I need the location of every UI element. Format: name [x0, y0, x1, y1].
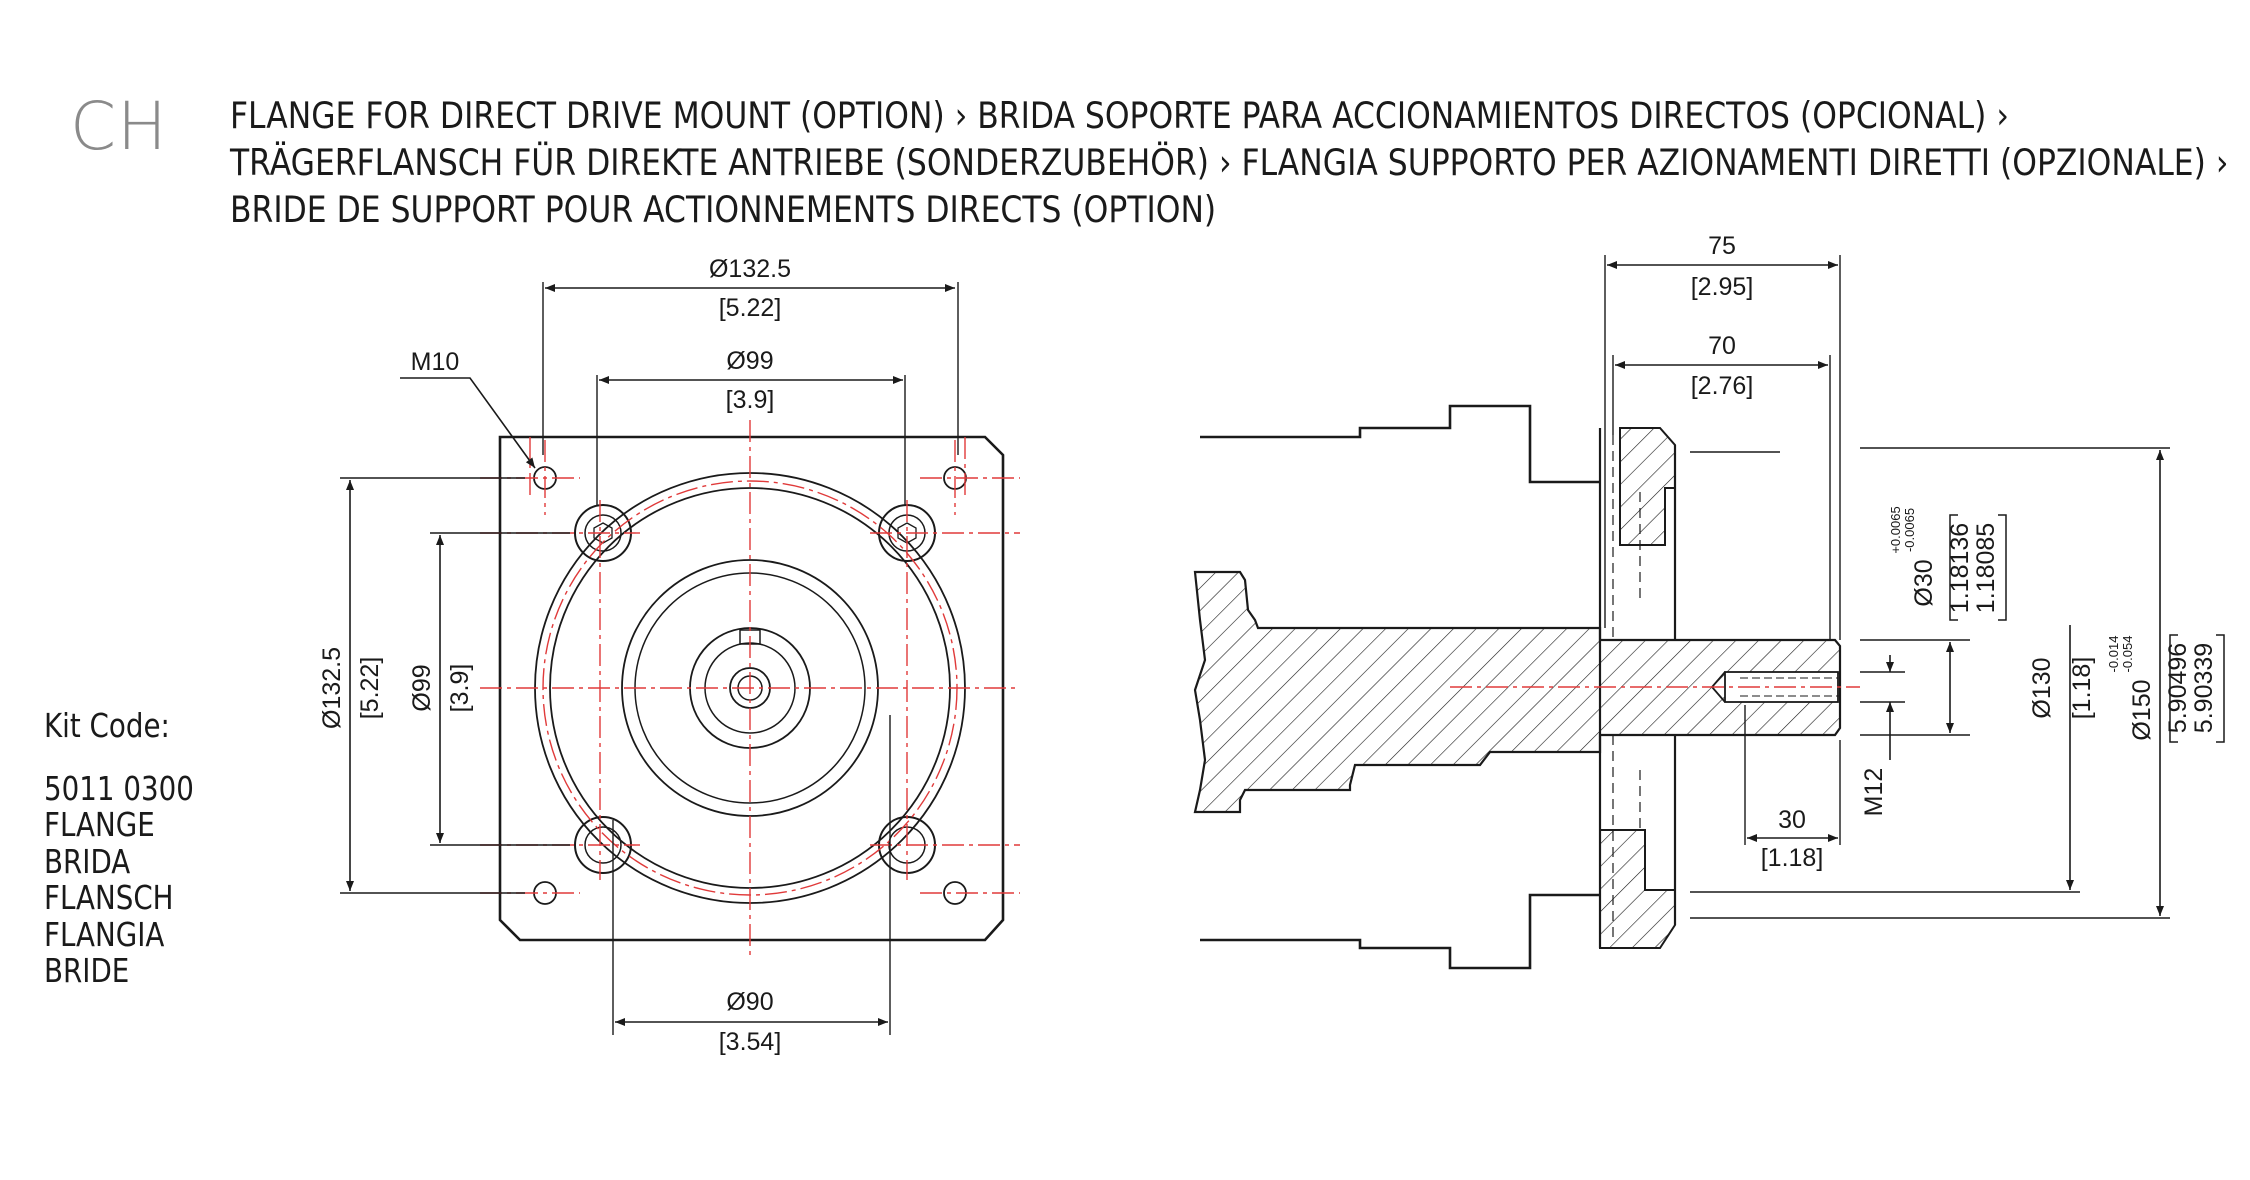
flange-section-top	[1619, 427, 1676, 546]
flange-diameter-in-upper: 5.90496	[2164, 643, 2192, 733]
thread-label: M10	[411, 348, 460, 376]
kit-code-block: Kit Code: 5011 0300 FLANGE BRIDA FLANSCH…	[44, 706, 194, 990]
dim-bolt-circle-vertical: Ø99	[408, 664, 436, 711]
dim-outer-diameter: Ø132.5	[709, 255, 791, 283]
kit-name: BRIDE	[44, 951, 130, 990]
bracket	[1949, 514, 2007, 621]
kit-name: FLANSCH	[44, 878, 174, 917]
dim-pilot-diameter: Ø90	[726, 988, 773, 1016]
flange-section-bottom	[1599, 829, 1676, 949]
housing-bottom	[1200, 893, 1600, 970]
series-code: CH	[70, 88, 168, 165]
dim-thread-depth-in: [1.18]	[1761, 844, 1824, 872]
side-view	[1193, 255, 2170, 970]
title-block: FLANGE FOR DIRECT DRIVE MOUNT (OPTION) ›…	[230, 92, 2228, 233]
housing-top	[1200, 404, 1600, 484]
title-line: FLANGE FOR DIRECT DRIVE MOUNT (OPTION) ›…	[230, 94, 2009, 137]
dim-thread-depth: 30	[1778, 806, 1806, 834]
flange-tolerance-upper: -0.014	[2106, 636, 2121, 673]
dim-flange-diameter: Ø150	[2128, 679, 2156, 740]
dim-shaft-length-in: [2.76]	[1691, 372, 1754, 400]
extension-lines	[340, 282, 959, 1035]
dim-pilot-diameter-in: [1.18]	[2068, 657, 2096, 720]
kit-name: BRIDA	[44, 841, 131, 881]
shaft-diameter-in-lower: 1.18085	[1972, 523, 2000, 613]
side-view-labels: 75 [2.95] 70 [2.76] 30 [1.18] M12 Ø30 +0…	[1691, 232, 2225, 872]
dim-outer-diameter-in: [5.22]	[719, 294, 782, 322]
shaft-tolerance-lower: -0.0065	[1902, 508, 1917, 552]
flange-tolerance-lower: -0.054	[2120, 636, 2135, 673]
dim-outer-diameter-vertical-in: [5.22]	[356, 657, 384, 720]
dim-overall-length: 75	[1708, 232, 1736, 260]
dim-bolt-circle: Ø99	[726, 347, 773, 375]
dim-bolt-circle-in: [3.9]	[726, 386, 775, 414]
kit-name: FLANGIA	[44, 914, 165, 954]
kit-code-label: Kit Code:	[44, 706, 170, 745]
dim-bolt-circle-vertical-in: [3.9]	[446, 664, 474, 713]
dim-shaft-diameter: Ø30	[1910, 559, 1938, 606]
front-view-labels: Ø132.5 [5.22] Ø99 [3.9] M10 Ø90 [3.54] Ø…	[318, 255, 791, 1056]
dim-pilot-diameter-in: [3.54]	[719, 1028, 782, 1056]
dim-pilot-diameter: Ø130	[2028, 657, 2056, 718]
flange-outline	[498, 435, 1005, 942]
kit-code-number: 5011 0300	[44, 768, 194, 808]
dim-shaft-length: 70	[1708, 332, 1736, 360]
shaft-tolerance-upper: +0.0065	[1888, 506, 1903, 553]
dim-outer-diameter-vertical: Ø132.5	[318, 647, 346, 729]
flange-diameter-in-lower: 5.90339	[2190, 643, 2218, 733]
shaft-section	[1193, 570, 1842, 814]
kit-name: FLANGE	[44, 805, 155, 844]
dimension-lines	[346, 284, 955, 1026]
title-line: TRÄGERFLANSCH FÜR DIREKTE ANTRIEBE (SOND…	[230, 141, 2229, 184]
front-view	[340, 282, 1020, 1035]
dim-overall-length-in: [2.95]	[1691, 273, 1754, 301]
thread-size-label: M12	[1860, 768, 1888, 817]
bracket	[2169, 634, 2225, 743]
title-line: BRIDE DE SUPPORT POUR ACTIONNEMENTS DIRE…	[230, 188, 1217, 231]
center-lines	[480, 420, 1020, 960]
